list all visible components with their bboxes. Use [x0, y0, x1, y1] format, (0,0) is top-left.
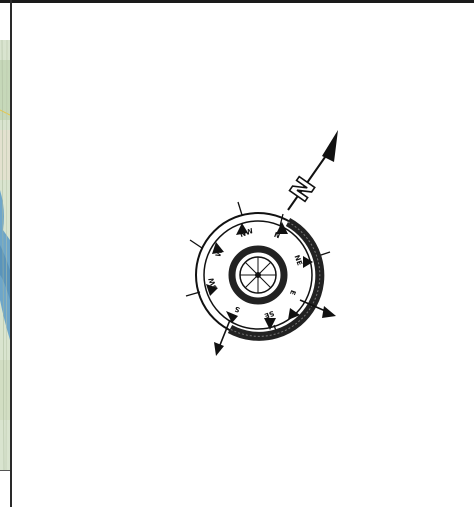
- compass-hub: [232, 249, 284, 301]
- compass-label-ne: NE: [293, 254, 304, 267]
- compass-label-w: W: [214, 248, 224, 258]
- north-arrow-icon: N: [285, 130, 338, 210]
- compass-label-n: N: [273, 231, 281, 241]
- north-label: N: [285, 172, 322, 207]
- map-panel-bottom-edge: [0, 470, 10, 471]
- map-panel-edge[interactable]: [0, 40, 10, 470]
- compass-label-e: E: [288, 289, 297, 296]
- compass-rose-icon: N: [170, 110, 370, 380]
- top-border: [0, 0, 474, 3]
- compass-label-s: S: [234, 305, 241, 314]
- map-texture: [0, 40, 10, 470]
- panel-divider[interactable]: [10, 0, 12, 507]
